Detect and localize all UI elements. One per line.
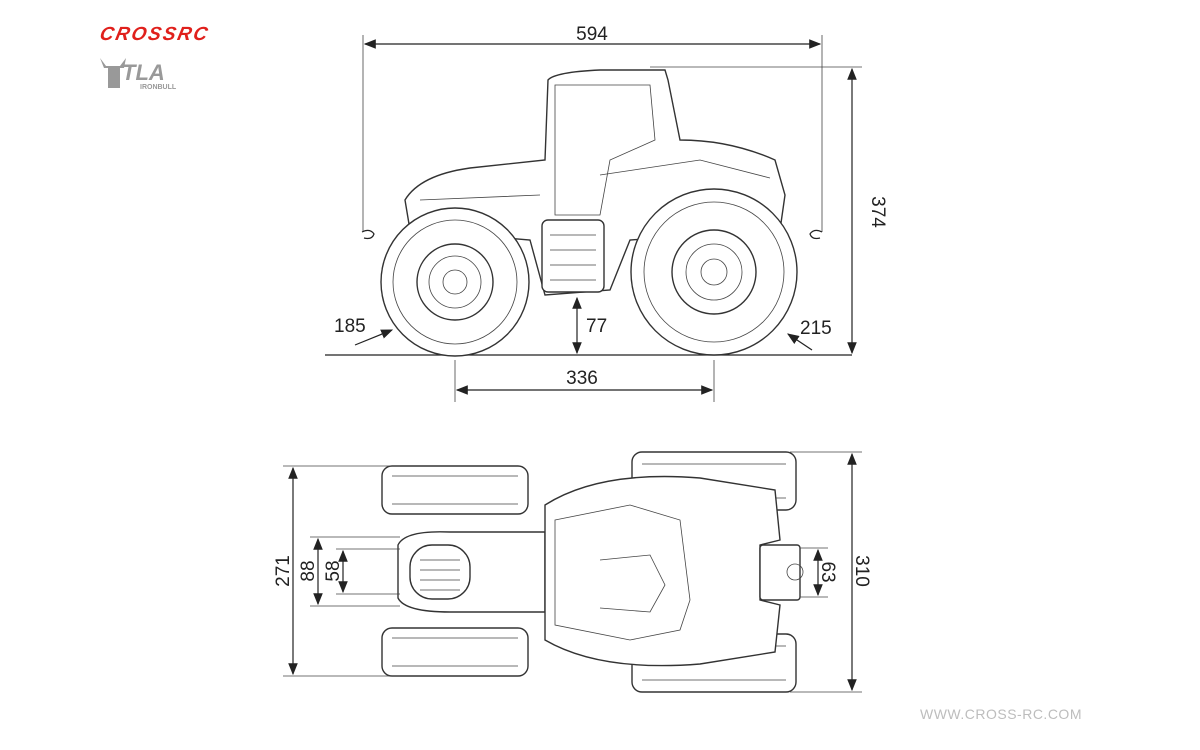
rear-wheel-diameter-label: 215: [800, 318, 832, 339]
bull-logo-icon: [100, 58, 126, 88]
height-label: 374: [867, 196, 888, 228]
ironbull-logo: IRONBULL: [140, 84, 177, 91]
front-left-tire: [381, 465, 529, 515]
ground-clearance-label: 77: [586, 316, 607, 337]
side-view: 594 374 77: [325, 24, 888, 402]
website-url: WWW.CROSS-RC.COM: [920, 706, 1082, 722]
front-wheel: [380, 207, 530, 357]
front-wheel-diameter-label: 185: [334, 316, 366, 337]
rear-wheel: [630, 188, 798, 356]
front-hitch-inner-label: 58: [323, 560, 344, 581]
front-track-label: 271: [273, 555, 294, 587]
front-hitch-width-label: 88: [298, 560, 319, 581]
tla-logo: TLA: [122, 60, 165, 85]
front-right-tire: [381, 627, 529, 677]
rear-hitch-width-label: 63: [817, 561, 838, 582]
rear-width-label: 310: [851, 555, 872, 587]
length-label: 594: [576, 24, 608, 45]
top-view: 271 88 58 310 63: [273, 451, 872, 693]
wheelbase-label: 336: [566, 368, 598, 389]
